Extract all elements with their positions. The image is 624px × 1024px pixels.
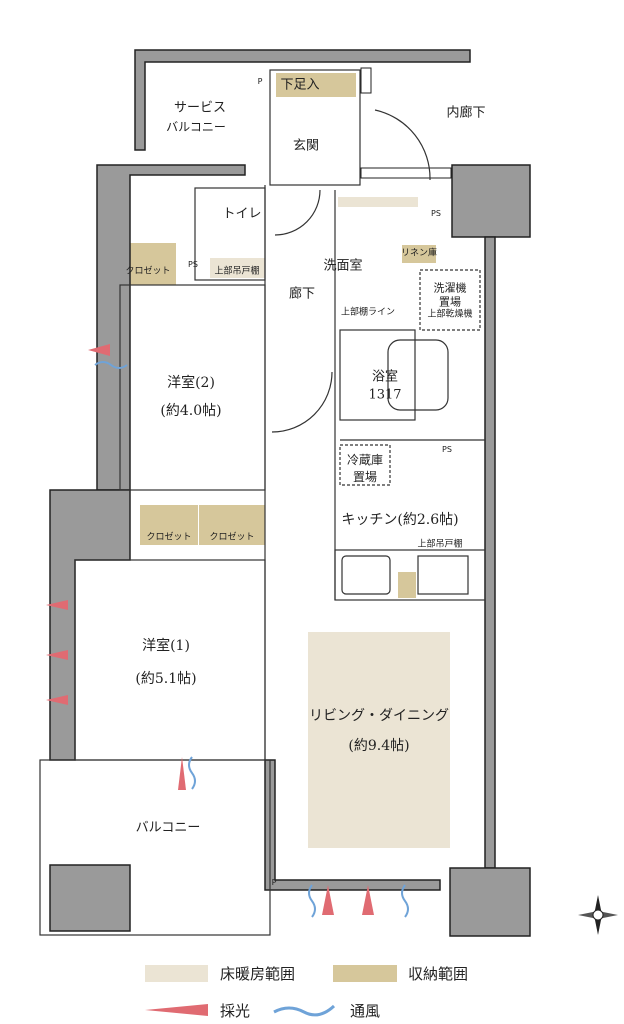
walls [49,49,531,937]
washer-label-2: 置場 [439,295,461,309]
legend-daylight-label: 採光 [220,1002,251,1020]
shelf-line-label: 上部棚ライン [340,307,396,318]
washer-label-3: 上部乾燥機 [427,309,473,320]
shoe-storage-label: 下足入 [280,77,320,93]
ps-toilet-label: PS [188,260,198,269]
toilet-cabinet-label: 上部吊戸棚 [214,266,260,277]
legend-storage-label: 収納範囲 [408,965,469,983]
legend-ventilation-label: 通風 [350,1002,381,1020]
service-balcony-label-2: バルコニー [166,120,226,134]
linen-label: リネン庫 [400,248,438,259]
hatched-walls [360,67,452,179]
bedroom1-size-label: (約5.1帖) [135,671,197,687]
toilet-label: トイレ [222,206,262,222]
ventilation-marks [94,361,409,918]
daylight-marks [46,344,374,915]
fridge-label-2: 置場 [352,470,378,484]
washroom-label: 洗面室 [323,258,363,274]
corridor-label: 廊下 [288,286,316,302]
bathroom-label: 浴室 [371,369,399,385]
balcony-label: バルコニー [135,820,201,836]
closet-room1-a-label: クロゼット [146,532,192,543]
p-top-label: P [257,77,263,86]
ps-washroom-label: PS [431,209,441,218]
inner-corridor-label: 内廊下 [446,105,486,121]
bedroom2-size-label: (約4.0帖) [160,403,222,419]
living-label: リビング・ダイニング [309,708,449,724]
ps-kitchen-label: PS [442,445,452,454]
kitchen-label: キッチン(約2.6帖) [341,512,459,528]
bathroom-size-label: 1317 [368,387,402,403]
legend-floor-heating-swatch [145,965,208,982]
compass-icon [578,895,618,935]
storage-areas [122,73,436,598]
legend-daylight-swatch [145,1004,208,1016]
bedroom2-label: 洋室(2) [167,375,215,391]
closet-room1-b-label: クロゼット [209,532,255,543]
legend-floor-heating-label: 床暖房範囲 [220,965,296,983]
fridge-label-1: 冷蔵庫 [346,453,384,467]
living-size-label: (約9.4帖) [348,738,410,754]
legend-storage-swatch [333,965,397,982]
legend-ventilation-swatch [273,1004,336,1017]
kitchen-cabinet-label: 上部吊戸棚 [417,539,463,550]
interior-lines [39,69,486,936]
bedroom1-label: 洋室(1) [142,638,190,654]
entrance-label: 玄関 [292,138,320,154]
living-floor-heating [308,632,450,848]
service-balcony-label-1: サービス [173,100,227,116]
p-bottom-label: P [271,878,277,887]
washer-label-1: 洗濯機 [433,281,467,295]
closet-room2-label: クロゼット [125,266,171,277]
